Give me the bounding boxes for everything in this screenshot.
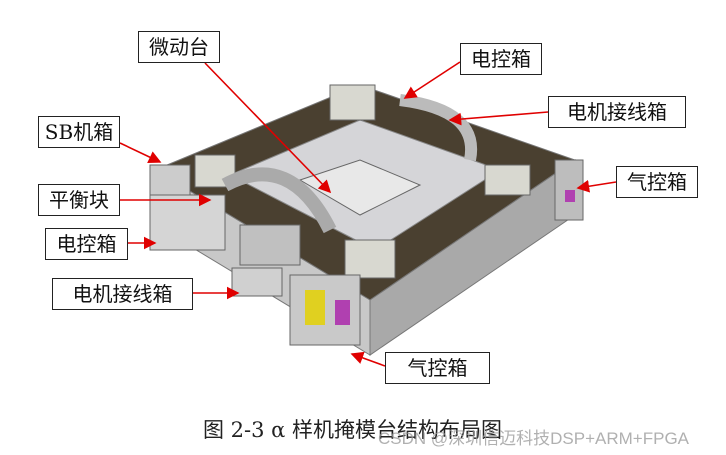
label-motor-wiring-box-left: 电机接线箱 <box>52 278 193 310</box>
label-pneumatic-box-bottom: 气控箱 <box>385 352 490 384</box>
label-pneumatic-box-right: 气控箱 <box>616 166 698 198</box>
figure-caption: 图 2-3 α 样机掩模台结构布局图 <box>203 418 503 442</box>
machine-base <box>149 84 584 356</box>
label-motor-wiring-box-top: 电机接线箱 <box>548 96 686 128</box>
arrow-sb-chassis <box>119 142 162 163</box>
arrow-electric-box-top <box>403 61 461 99</box>
label-electric-box-left: 电控箱 <box>45 228 128 260</box>
arrow-motor-wiring-top <box>448 111 549 126</box>
label-balance-block: 平衡块 <box>38 184 120 216</box>
arrow-pneumatic-right <box>576 179 617 193</box>
arrow-pneumatic-bottom <box>350 351 386 367</box>
watermark: CSDN @深圳信迈科技DSP+ARM+FPGA <box>378 429 690 448</box>
label-electric-box-top: 电控箱 <box>460 43 542 75</box>
arrow-micro-stage <box>204 62 332 194</box>
label-sb-chassis: SB机箱 <box>38 116 120 148</box>
label-micro-stage: 微动台 <box>138 31 220 63</box>
